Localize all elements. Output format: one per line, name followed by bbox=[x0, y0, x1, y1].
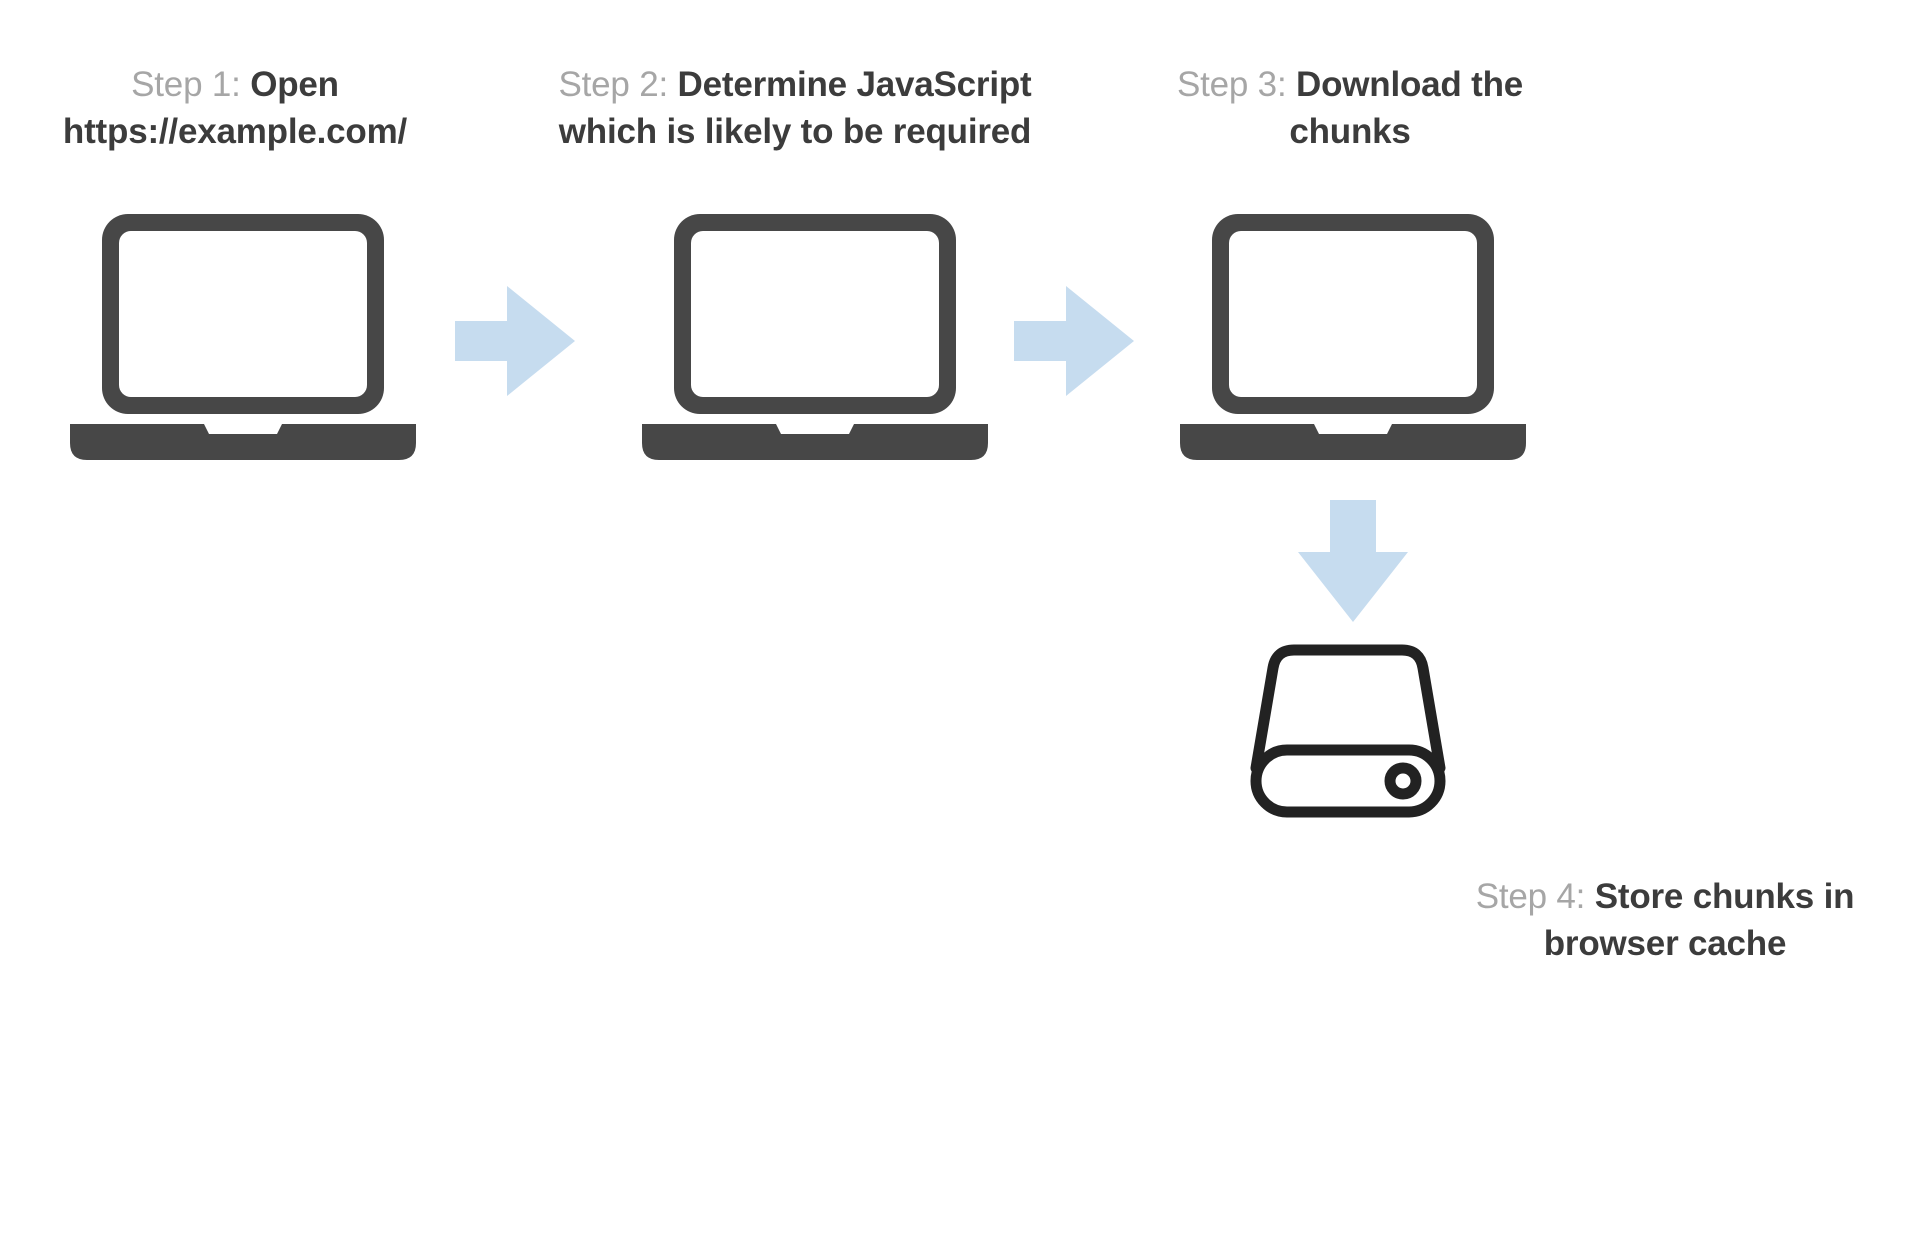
arrow-right-icon-2 bbox=[1014, 286, 1134, 396]
step-2-lead: Step 2: bbox=[558, 65, 678, 104]
hard-drive-icon-step-4 bbox=[1248, 640, 1448, 820]
step-3-lead: Step 3: bbox=[1176, 65, 1296, 104]
step-3-caption: Step 3: Download the chunks bbox=[1130, 62, 1570, 155]
laptop-icon-step-3 bbox=[1178, 212, 1528, 467]
step-2-strong: Determine JavaScript which is likely to … bbox=[558, 65, 1032, 151]
step-1-strong: Open https://example.com/ bbox=[62, 65, 408, 151]
step-4-caption: Step 4: Store chunks in browser cache bbox=[1440, 874, 1890, 967]
laptop-icon-step-2 bbox=[640, 212, 990, 467]
step-3-strong: Download the chunks bbox=[1289, 65, 1524, 151]
step-4-strong: Store chunks in browser cache bbox=[1543, 877, 1855, 963]
step-1-lead: Step 1: bbox=[131, 65, 251, 104]
step-2-caption: Step 2: Determine JavaScript which is li… bbox=[540, 62, 1050, 155]
laptop-icon-step-1 bbox=[68, 212, 418, 467]
arrow-down-icon-3 bbox=[1298, 500, 1408, 622]
step-1-caption: Step 1: Open https://example.com/ bbox=[20, 62, 450, 155]
arrow-right-icon-1 bbox=[455, 286, 575, 396]
step-4-lead: Step 4: bbox=[1475, 877, 1595, 916]
